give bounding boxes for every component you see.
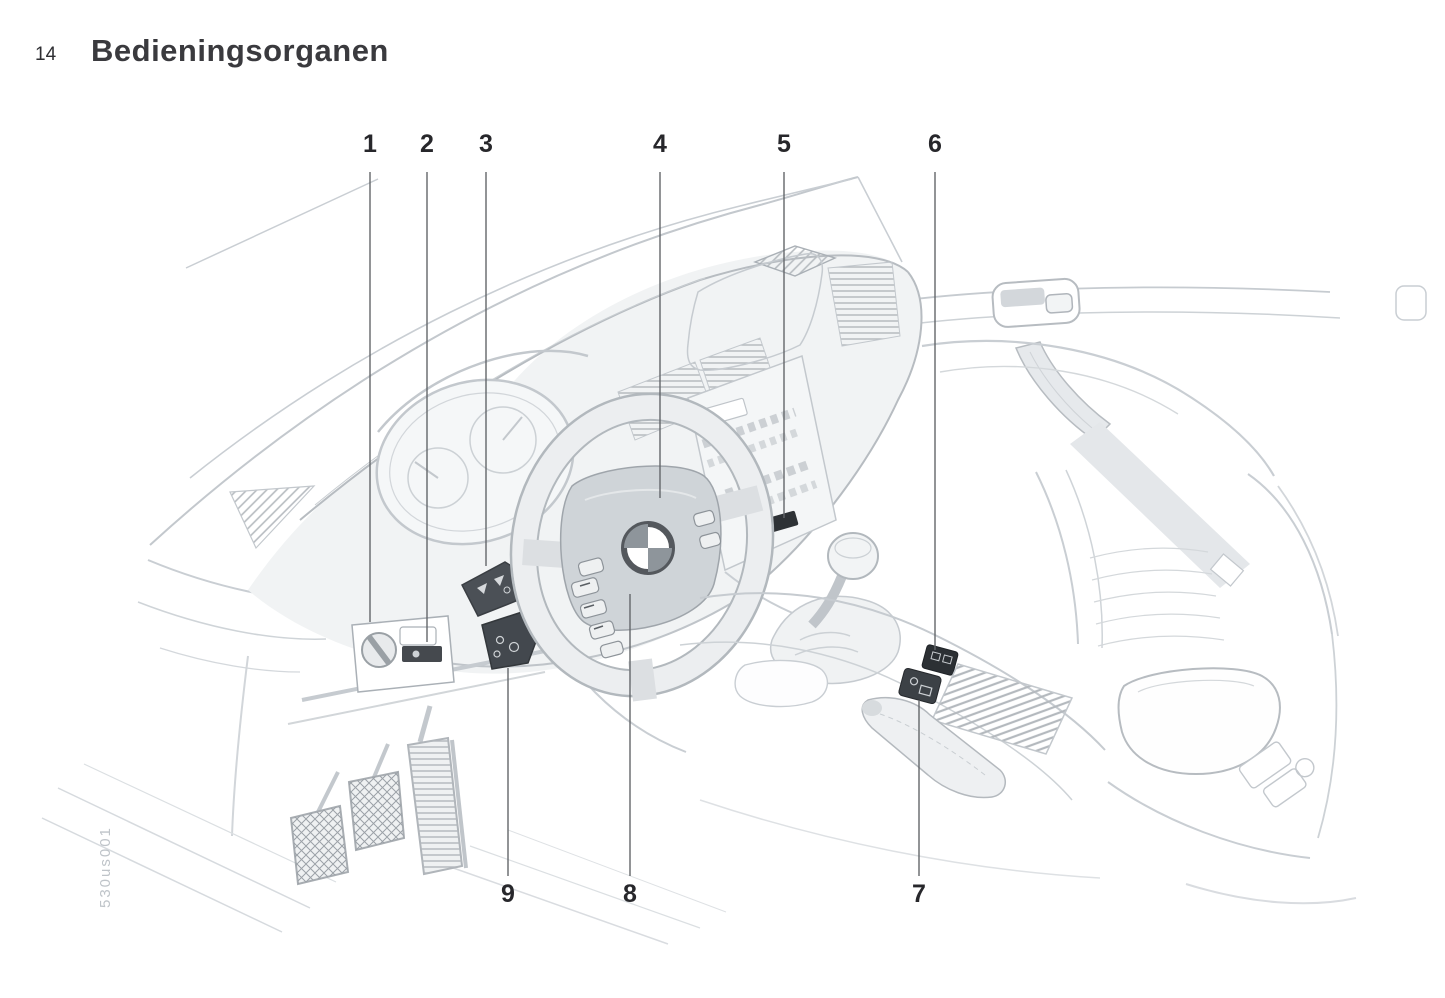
- panel-button: [402, 646, 442, 662]
- callout-number-5: 5: [777, 130, 791, 158]
- pedals: [289, 705, 468, 886]
- console-switch-upper: [921, 644, 959, 676]
- callout-number-6: 6: [928, 130, 942, 158]
- handbrake-lever: [861, 696, 1007, 799]
- left-defroster-vent: [229, 485, 316, 550]
- wheel-rim-outer: [509, 392, 775, 698]
- armrest: [1117, 667, 1281, 776]
- passenger-airbag-cover: [686, 252, 824, 371]
- left-door-panel: [137, 485, 335, 837]
- wheel-rim-inner: [535, 418, 749, 672]
- console-switch-lower: [898, 667, 942, 705]
- light-switch-panel: [351, 615, 455, 693]
- floor: [41, 763, 1101, 945]
- center-console: [679, 592, 1106, 801]
- page-title: Bedieningsorganen: [91, 33, 389, 68]
- dimmer-panel: [399, 626, 437, 646]
- seatbelt: [1070, 422, 1250, 588]
- hazard-switch: [769, 510, 799, 532]
- right-door-panel: [861, 277, 1427, 637]
- callout-leader-lines: [369, 172, 936, 876]
- seat-side-panels: [1238, 741, 1315, 808]
- cupholder-tray: [734, 659, 829, 708]
- passenger-seat: [1035, 469, 1357, 905]
- console-rubber-pad: [930, 663, 1074, 755]
- callout-number-4: 4: [653, 130, 667, 158]
- figure-reference-code: 530us001: [97, 826, 114, 908]
- a-pillar: [149, 176, 903, 546]
- callout-number-9: 9: [501, 880, 515, 908]
- callout-number-8: 8: [623, 880, 637, 908]
- sun-sensor: [753, 245, 837, 277]
- brake-pedal: [347, 770, 406, 852]
- multifunction-buttons: [570, 509, 722, 659]
- callout-number-2: 2: [420, 130, 434, 158]
- speedometer: [407, 447, 469, 509]
- clutch-pedal: [289, 804, 350, 886]
- tachometer: [469, 406, 537, 474]
- callout-number-7: 7: [912, 880, 926, 908]
- door-handle: [991, 277, 1081, 328]
- callout-number-1: 1: [363, 130, 377, 158]
- accelerator-pedal: [406, 736, 468, 876]
- bmw-roundel-icon: [621, 521, 675, 575]
- shift-knob: [827, 532, 879, 580]
- page-number: 14: [35, 44, 57, 65]
- right-speaker-grille: [827, 261, 901, 347]
- callout-number-3: 3: [479, 130, 493, 158]
- steering-wheel: [509, 392, 775, 702]
